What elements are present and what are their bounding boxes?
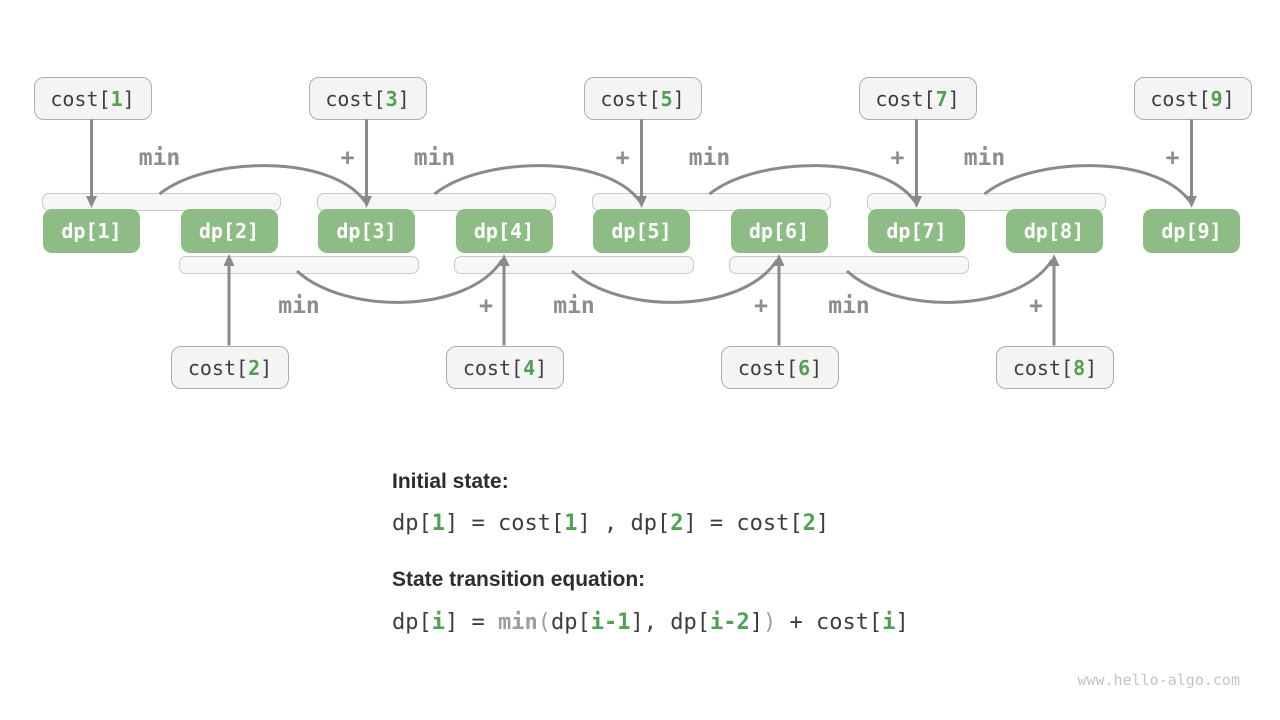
plus-label: + bbox=[479, 293, 493, 319]
code-segment: ] bbox=[815, 511, 830, 536]
code-segment: i-1 bbox=[590, 610, 631, 635]
code-segment: i bbox=[882, 610, 896, 635]
transition-equation: dp[i] = min(dp[i-1], dp[i-2]) + cost[i] bbox=[392, 610, 909, 635]
dp-box-2: dp[2] bbox=[180, 209, 278, 253]
cost-index: 9 bbox=[1210, 86, 1223, 111]
plus-label: + bbox=[1165, 145, 1180, 171]
plus-label: + bbox=[615, 145, 630, 171]
code-segment: i bbox=[431, 610, 445, 635]
cost-index: 6 bbox=[798, 355, 811, 380]
dp-box-6: dp[6] bbox=[730, 209, 828, 253]
cost-box-7: cost[7] bbox=[858, 77, 977, 120]
cost-index: 5 bbox=[660, 86, 673, 111]
code-segment: ) bbox=[762, 610, 777, 635]
dp-box-3: dp[3] bbox=[318, 209, 415, 253]
cost-index: 3 bbox=[385, 86, 398, 111]
cost-box-5: cost[5] bbox=[583, 77, 702, 120]
code-segment: i-2 bbox=[709, 610, 750, 635]
min-label: min bbox=[688, 145, 731, 171]
code-segment: min bbox=[497, 610, 538, 635]
plus-label: + bbox=[1029, 293, 1043, 319]
min-label: min bbox=[413, 145, 456, 171]
pair-bracket-dp6-dp7 bbox=[729, 256, 969, 274]
code-segment: ] = bbox=[445, 610, 498, 635]
dp-box-4: dp[4] bbox=[455, 209, 553, 253]
cost-box-1: cost[1] bbox=[33, 77, 152, 120]
code-segment: ], dp[ bbox=[630, 610, 710, 635]
transition-heading: State transition equation: bbox=[392, 568, 646, 591]
cost-box-8: cost[8] bbox=[996, 346, 1114, 389]
code-segment: dp[ bbox=[392, 610, 432, 635]
pair-bracket-dp4-dp5 bbox=[454, 256, 694, 274]
code-segment: dp[ bbox=[392, 511, 432, 536]
dp-box-9: dp[9] bbox=[1143, 209, 1240, 253]
initial-state-heading: Initial state: bbox=[392, 470, 509, 493]
cost-box-6: cost[6] bbox=[721, 346, 839, 389]
initial-state-equation: dp[1] = cost[1] , dp[2] = cost[2] bbox=[392, 511, 829, 536]
code-segment: dp[ bbox=[550, 610, 591, 635]
cost-index: 7 bbox=[935, 86, 948, 111]
code-segment: 2 bbox=[802, 511, 816, 536]
min-label: min bbox=[828, 293, 870, 319]
plus-label: + bbox=[754, 293, 768, 319]
code-segment: ] bbox=[749, 610, 763, 635]
min-label: min bbox=[963, 145, 1006, 171]
cost-box-2: cost[2] bbox=[171, 346, 289, 389]
code-segment: ] = cost[ bbox=[683, 511, 803, 536]
code-segment: 1 bbox=[431, 511, 445, 536]
pair-bracket-dp2-dp3 bbox=[179, 256, 419, 274]
code-segment: 2 bbox=[670, 511, 684, 536]
cost-box-3: cost[3] bbox=[308, 77, 427, 120]
code-segment: + cost[ bbox=[776, 610, 883, 635]
plus-label: + bbox=[340, 145, 355, 171]
watermark: www.hello-algo.com bbox=[1077, 671, 1240, 689]
cost-index: 2 bbox=[248, 355, 261, 380]
cost-box-4: cost[4] bbox=[446, 346, 564, 389]
code-segment: ( bbox=[537, 610, 551, 635]
code-segment: ] = cost[ bbox=[445, 511, 565, 536]
min-label: min bbox=[553, 293, 595, 319]
min-label: min bbox=[278, 293, 320, 319]
dp-box-8: dp[8] bbox=[1005, 209, 1103, 253]
code-segment: ] bbox=[895, 610, 909, 635]
cost-index: 4 bbox=[523, 355, 536, 380]
plus-label: + bbox=[890, 145, 905, 171]
cost-index: 1 bbox=[110, 86, 123, 111]
code-segment: ] , dp[ bbox=[577, 511, 671, 536]
cost-box-9: cost[9] bbox=[1133, 77, 1252, 120]
dp-box-5: dp[5] bbox=[593, 209, 690, 253]
dp-box-7: dp[7] bbox=[868, 209, 965, 253]
cost-index: 8 bbox=[1073, 355, 1086, 380]
min-label: min bbox=[138, 145, 181, 171]
code-segment: 1 bbox=[564, 511, 578, 536]
dp-box-1: dp[1] bbox=[43, 209, 140, 253]
